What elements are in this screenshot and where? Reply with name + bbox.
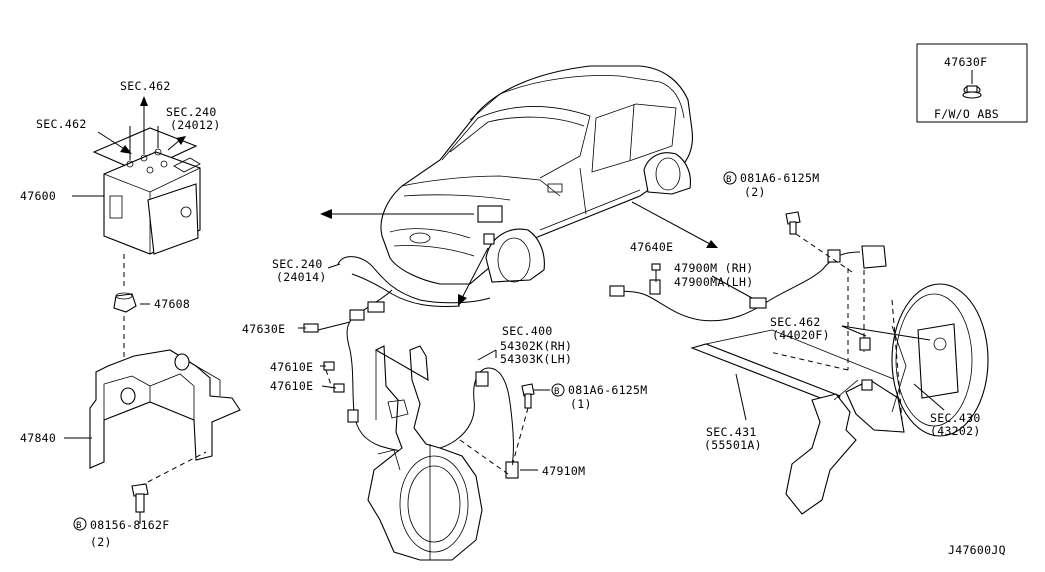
bolt-callout-c: B 081A6-6125M (2): [723, 171, 819, 199]
bolt-08156-8162f: [131, 483, 149, 513]
grommet-icon: [962, 70, 982, 99]
callout-b-marker: B: [76, 521, 82, 531]
label-sec240-a-ref: (24012): [170, 118, 221, 132]
front-knuckle: [367, 345, 483, 561]
label-sec240-b: SEC.240: [272, 257, 323, 271]
label-47630e: 47630E: [242, 322, 285, 336]
diagram-code: J47600JQ: [948, 543, 1006, 557]
vehicle-illustration: [380, 65, 694, 285]
label-sec430-ref: (43202): [930, 424, 981, 438]
label-sec462-left: SEC.462: [36, 117, 87, 131]
label-bolt-081a6-front: 081A6-6125M: [568, 383, 647, 397]
inset-box: 47630F F/W/O ABS: [916, 43, 1028, 123]
label-47608: 47608: [154, 297, 190, 311]
abs-actuator-unit: [92, 96, 201, 255]
label-bolt-c-qty: (2): [744, 185, 766, 199]
label-47600: 47600: [20, 189, 56, 203]
label-sec240-a: SEC.240: [166, 105, 217, 119]
label-bolt-b-qty: (1): [570, 397, 592, 411]
label-sec240-b-ref: (24014): [276, 270, 327, 284]
label-sec462-top: SEC.462: [120, 79, 171, 93]
label-47640e: 47640E: [630, 240, 673, 254]
label-sec431-ref: (55501A): [704, 438, 762, 452]
label-47840: 47840: [20, 431, 56, 445]
label-47900m: 47900M (RH): [674, 261, 753, 275]
callout-b-marker: B: [726, 175, 732, 185]
label-sec430: SEC.430: [930, 411, 981, 425]
brake-hose-sec240: [337, 256, 491, 307]
callout-b-marker: B: [554, 387, 560, 397]
rear-axle-beam: [690, 329, 905, 515]
label-47900ma: 47900MA(LH): [674, 275, 753, 289]
bolt-081a6-6125m-rear: [785, 211, 801, 235]
label-bolt-a-qty: (2): [90, 535, 112, 549]
inset-part-number: 47630F: [944, 55, 987, 69]
front-sensor-harness: [298, 289, 519, 479]
label-47610e-2: 47610E: [270, 379, 313, 393]
bracket-47840: [89, 349, 241, 469]
label-54302k: 54302K(RH): [500, 339, 572, 353]
bolt-081a6-6125m-front: [521, 383, 535, 409]
label-bolt-081a6-rear: 081A6-6125M: [740, 171, 819, 185]
rear-brake-drum: [891, 283, 989, 437]
label-sec462-right: SEC.462: [770, 315, 821, 329]
label-54303k: 54303K(LH): [500, 352, 572, 366]
label-47910m: 47910M: [542, 464, 585, 478]
bolt-callout-a: B 08156-8162F (2): [73, 517, 169, 549]
label-bolt-08156-8162f: 08156-8162F: [90, 518, 169, 532]
label-sec462-right-ref: (44020F): [772, 328, 830, 342]
inset-note: F/W/O ABS: [934, 107, 999, 121]
bushing-47608: [113, 292, 137, 313]
label-47610e-1: 47610E: [270, 360, 313, 374]
rear-sensor-harness: [609, 245, 887, 322]
label-sec431: SEC.431: [706, 425, 757, 439]
label-sec400: SEC.400: [502, 324, 553, 338]
bolt-callout-b: B 081A6-6125M (1): [551, 383, 647, 411]
